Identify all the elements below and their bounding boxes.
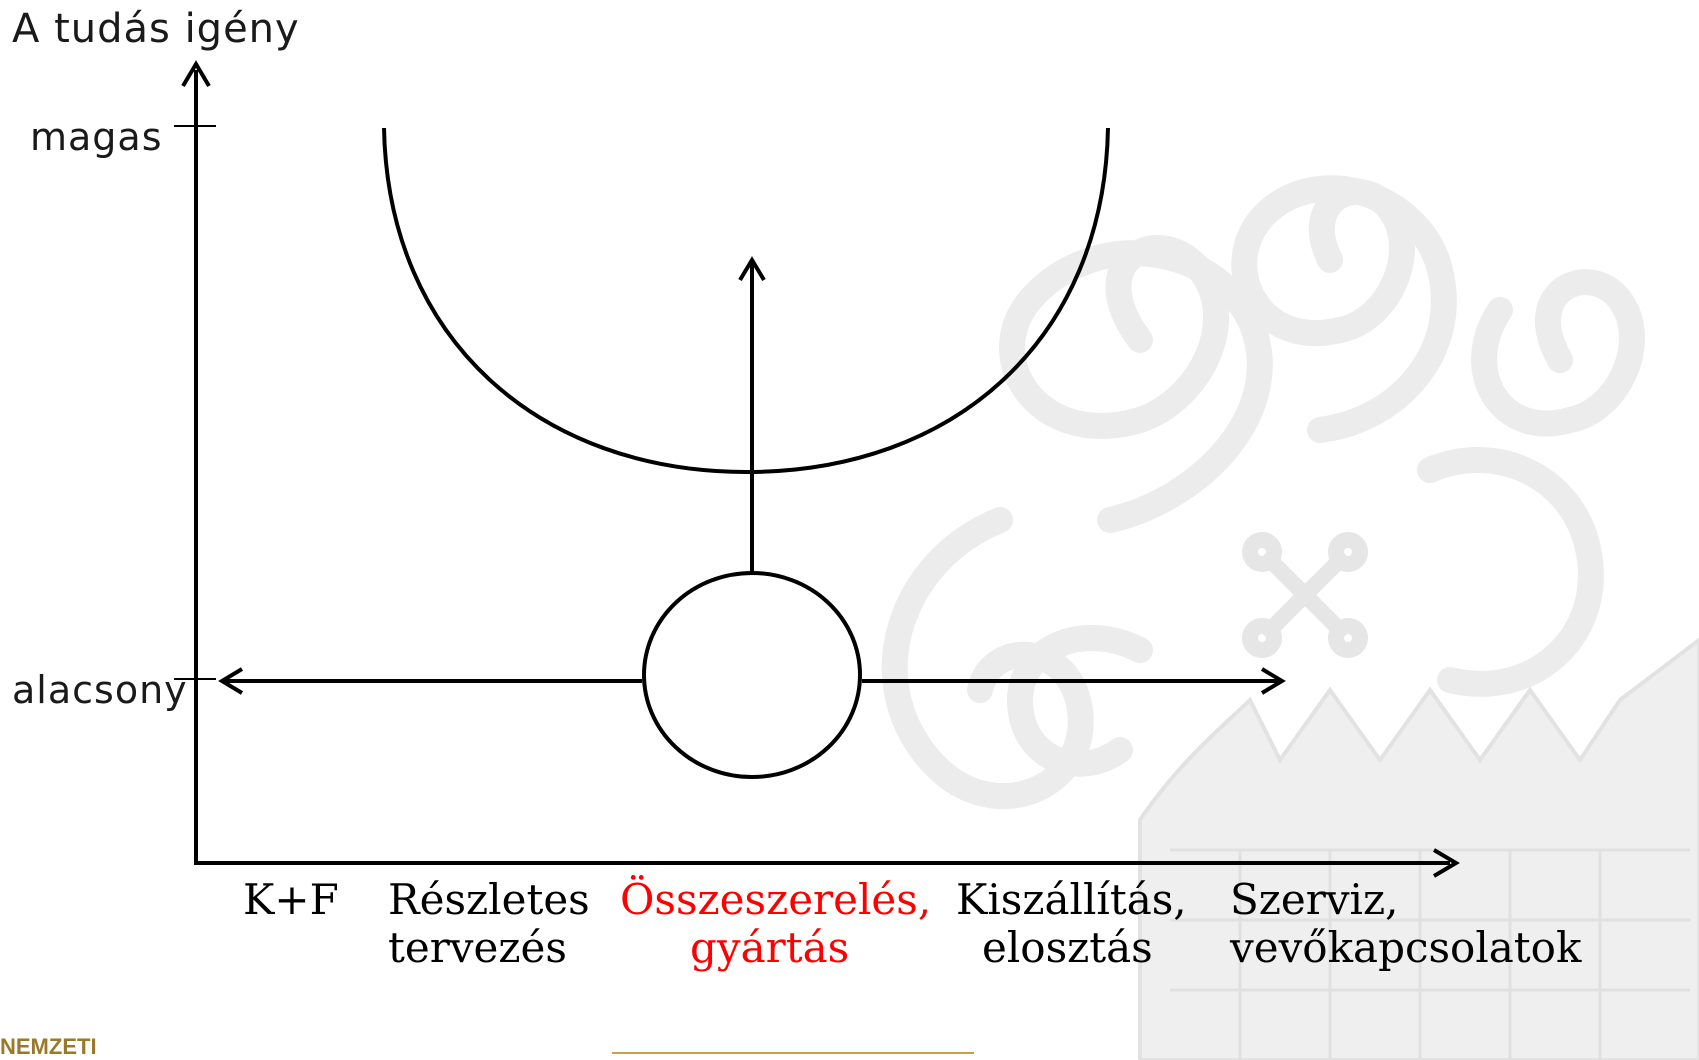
stage-assembly-line2: gyártás bbox=[690, 923, 850, 972]
knowledge-demand-curve bbox=[382, 127, 1110, 475]
y-axis-title: A tudás igény bbox=[12, 6, 300, 52]
stage-delivery-line1: Kiszállítás, bbox=[956, 875, 1187, 924]
x-axis-arrowhead bbox=[1432, 848, 1460, 878]
stage-detailed-design-line2: tervezés bbox=[388, 923, 567, 972]
y-label-high: magas bbox=[30, 115, 163, 159]
right-arrow-head bbox=[1260, 667, 1286, 695]
stage-rnd-line1: K+F bbox=[243, 875, 339, 924]
stage-assembly-line1: Összeszerelés, bbox=[620, 875, 932, 924]
manufacturing-circle bbox=[642, 571, 862, 779]
logo-text: NEMZETI bbox=[0, 1034, 97, 1059]
stage-delivery-line2: elosztás bbox=[982, 923, 1153, 972]
stage-detailed-design-line1: Részletes bbox=[388, 875, 590, 924]
y-label-low: alacsony bbox=[12, 668, 188, 712]
stage-service-customer-relations: Szerviz, vevőkapcsolatok bbox=[1230, 876, 1581, 972]
stage-detailed-design: Részletes tervezés bbox=[388, 876, 590, 972]
stage-rnd: K+F bbox=[243, 876, 339, 924]
y-axis-arrowhead bbox=[181, 60, 211, 88]
footer-underline bbox=[612, 1052, 974, 1054]
stage-service-line2: vevőkapcsolatok bbox=[1230, 923, 1582, 972]
left-arrow-head bbox=[218, 667, 244, 695]
stage-assembly-manufacturing: Összeszerelés, gyártás bbox=[620, 876, 931, 972]
upward-arrow-head bbox=[738, 256, 766, 282]
stage-delivery-distribution: Kiszállítás, elosztás bbox=[956, 876, 1187, 972]
stage-service-line1: Szerviz, bbox=[1230, 875, 1399, 924]
